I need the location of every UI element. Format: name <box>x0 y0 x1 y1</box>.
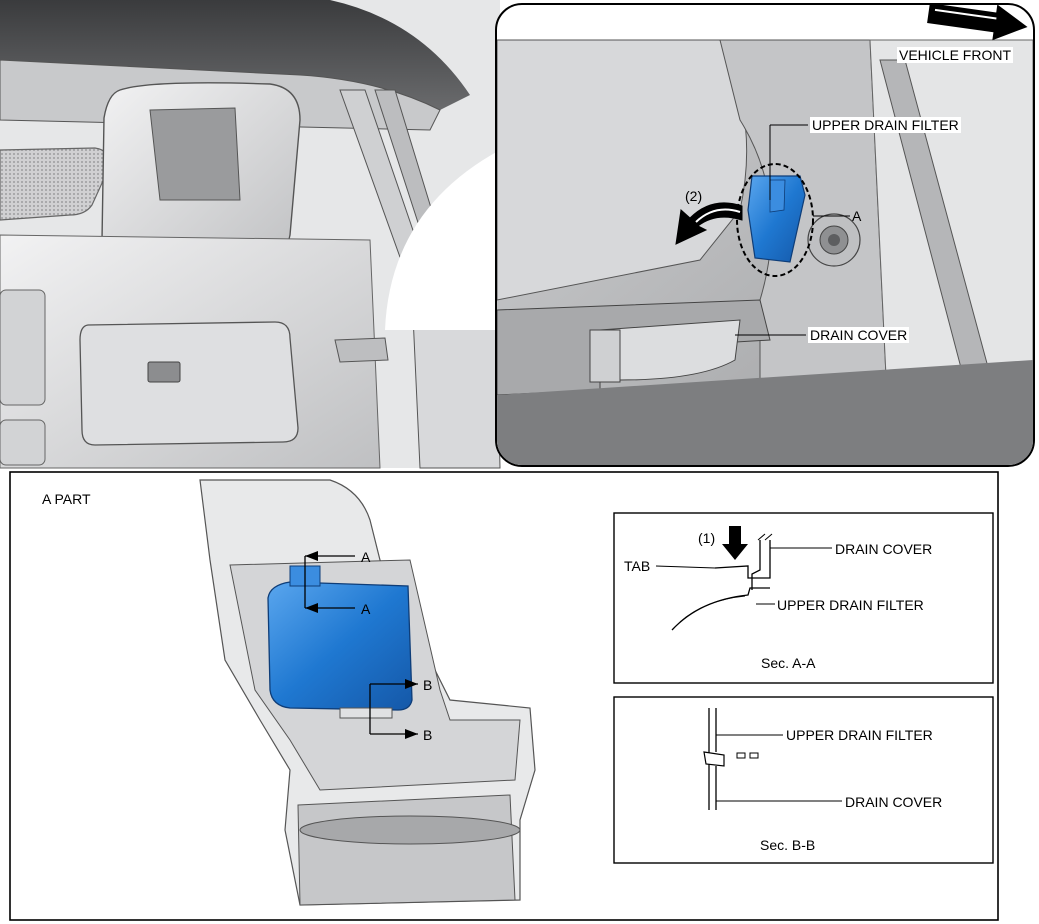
section-aa <box>613 512 994 684</box>
section-b-marker-bottom: B <box>423 727 433 743</box>
step-2-label: (2) <box>685 188 703 204</box>
sec-aa-drain-cover-label: DRAIN COVER <box>835 541 933 557</box>
sec-aa-tab-label: TAB <box>624 558 651 574</box>
section-b-marker-top: B <box>423 677 433 693</box>
sec-aa-step-1: (1) <box>698 530 716 546</box>
vehicle-front-arrow-icon <box>927 3 1028 41</box>
sec-aa-upper-drain-filter-label: UPPER DRAIN FILTER <box>777 597 924 613</box>
section-bb <box>613 696 994 864</box>
sec-bb-upper-drain-filter-label: UPPER DRAIN FILTER <box>786 727 933 743</box>
push-down-arrow-icon <box>722 526 748 560</box>
section-a-marker-bottom: A <box>361 601 371 617</box>
a-part-detail <box>199 479 536 906</box>
section-a-marker-top: A <box>361 549 371 565</box>
curved-arrow-icon <box>675 202 743 245</box>
point-a-label: A <box>852 208 862 224</box>
upper-drain-filter-label: UPPER DRAIN FILTER <box>810 117 961 133</box>
a-part-title: A PART <box>42 491 91 507</box>
vehicle-front-label: VEHICLE FRONT <box>897 47 1014 63</box>
sec-aa-caption: Sec. A-A <box>761 655 816 671</box>
sec-bb-caption: Sec. B-B <box>760 837 816 853</box>
sec-bb-drain-cover-label: DRAIN COVER <box>845 794 943 810</box>
drain-cover-label: DRAIN COVER <box>808 327 910 343</box>
